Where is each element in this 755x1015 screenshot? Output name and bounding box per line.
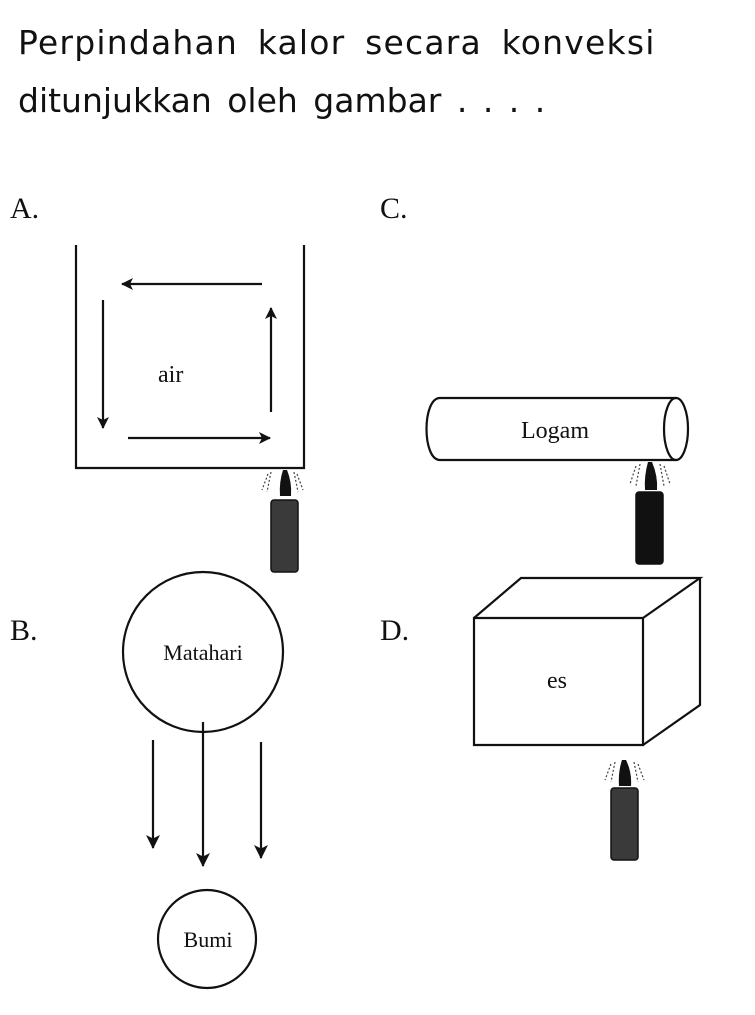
- water-container: [74, 245, 306, 470]
- burner-a: [261, 470, 304, 573]
- earth-circle: [156, 888, 258, 990]
- option-b-letter: B.: [10, 614, 38, 647]
- flame-icon: [618, 760, 632, 786]
- convection-arrows: [97, 278, 277, 444]
- question-text: Perpindahan kalor secara konveksi ditunj…: [18, 14, 748, 130]
- option-a-letter: A.: [10, 192, 39, 225]
- option-c-letter: C.: [380, 192, 408, 225]
- option-a[interactable]: A. air: [10, 192, 306, 573]
- metal-rod-body: [440, 396, 676, 462]
- sun-label: Matahari: [163, 640, 242, 665]
- option-b[interactable]: B. Matahari Bumi: [10, 570, 285, 990]
- question-line-1: Perpindahan kalor secara konveksi: [18, 23, 656, 62]
- water-label: air: [158, 362, 183, 388]
- ice-label: es: [547, 668, 567, 694]
- burner-icon: [610, 787, 639, 861]
- option-d-letter: D.: [380, 614, 409, 647]
- option-c[interactable]: C. Logam: [380, 192, 690, 565]
- flame-icon: [644, 462, 658, 490]
- flame-icon: [279, 470, 292, 496]
- ice-cube-top-side: [473, 576, 704, 746]
- burner-icon: [635, 491, 664, 565]
- metal-rod-right-end: [662, 396, 690, 462]
- flame-glow: [261, 471, 304, 493]
- flame-glow: [629, 463, 671, 487]
- question-line-2: ditunjukkan oleh gambar . . . .: [18, 81, 546, 120]
- metal-label: Logam: [521, 418, 589, 444]
- flame-glow: [604, 761, 645, 783]
- earth-label: Bumi: [184, 927, 233, 952]
- burner-c: [629, 462, 671, 565]
- metal-rod-left-end: [425, 396, 441, 462]
- burner-d: [604, 760, 645, 861]
- option-d[interactable]: D. es: [380, 576, 704, 861]
- burner-icon: [270, 499, 299, 573]
